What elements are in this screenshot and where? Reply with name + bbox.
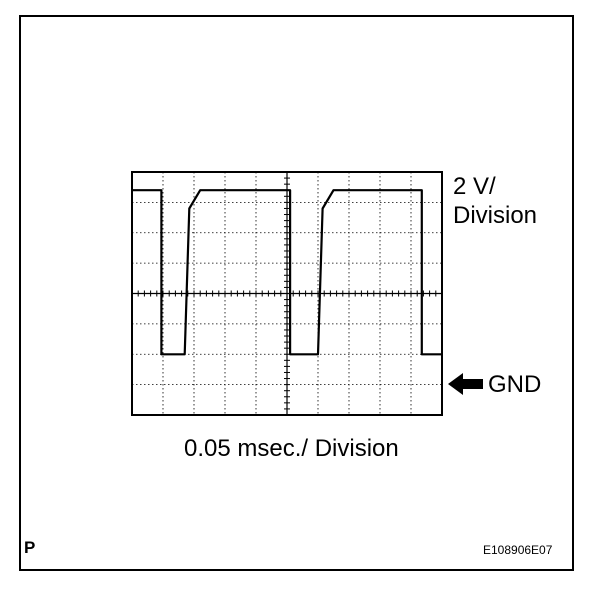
figure-code: E108906E07 <box>483 543 553 557</box>
time-scale-label: 0.05 msec./ Division <box>184 435 399 462</box>
figure-frame <box>19 15 574 571</box>
voltage-scale-label: 2 V/ Division <box>453 172 537 230</box>
voltage-scale-line1: 2 V/ <box>453 173 496 200</box>
waveform-trace <box>132 189 442 356</box>
corner-mark: P <box>24 538 36 557</box>
gnd-arrow-icon <box>448 373 483 395</box>
scope-center-axes <box>131 171 443 416</box>
voltage-scale-line2: Division <box>453 202 538 229</box>
ground-label: GND <box>488 371 542 398</box>
